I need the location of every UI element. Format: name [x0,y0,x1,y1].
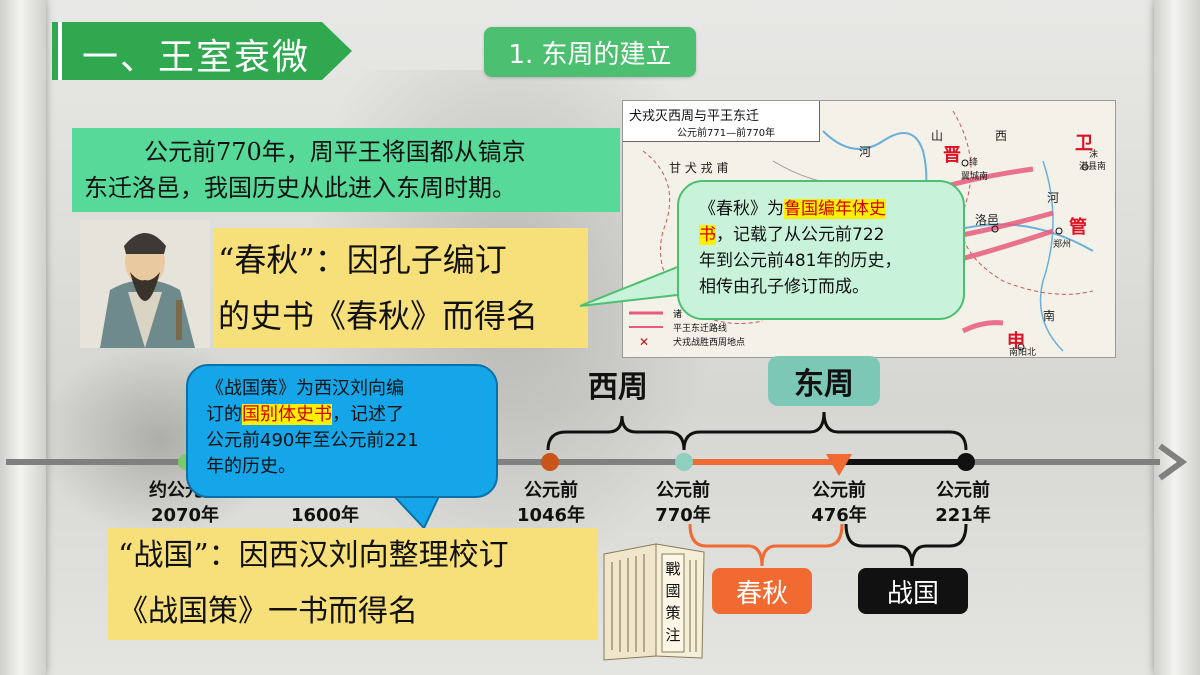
map-label-luoyi: 洛邑 [975,213,1000,227]
svg-text:✕: ✕ [639,335,649,349]
date-1046-line-1: 公元前 [524,480,578,501]
date-476-line-2: 476年 [811,505,867,526]
map-label-yicheng: 翼城南 [961,172,989,182]
map-state-shen: 申 [1007,331,1025,352]
date-label-770: 公元前 770年 [628,478,738,528]
confucius-portrait [80,220,210,348]
section-header-bar [58,22,62,80]
map-subtitle: 公元前771—前770年 [677,128,776,139]
zhanguo-bubble-post: ，记述了 [332,404,404,425]
era-west-zhou: 西周 [588,370,648,405]
zhanguo-period-label: 战国 [858,568,968,614]
map-label-qixian: 淇县南 [1079,162,1107,172]
timeline-arrow-head [1158,443,1188,481]
chunqiu-period-label: 春秋 [712,568,812,614]
intro-line-2: 东迁洛邑，我国历史从此进入东周时期。 [84,174,516,202]
zhanguo-line-2: 《战国策》一书而得名 [118,594,418,629]
map-title: 犬戎灭西周与平王东迁 [629,109,760,124]
zhanguo-callout-bubble: 《战国策》为西汉刘向编 订的国别体史书，记述了 公元前490年至公元前221 年… [186,364,498,498]
intro-text-box: 公元前770年，周平王将国都从镐京 东迁洛邑，我国历史从此进入东周时期。 [72,128,620,212]
zhanguo-name-origin-box: “战国”：因西汉刘向整理校订 《战国策》一书而得名 [108,528,598,640]
map-legend-item-2: 平王东迁路线 [673,324,728,334]
zhanguo-bubble-line-4: 年的历史。 [206,456,296,477]
chunqiu-bubble-highlight-1: 鲁国编年体史 [784,199,886,219]
marker-1046 [541,453,559,471]
map-label-zhengzhou: 郑州 [1053,240,1072,250]
scroll-edge-left [0,0,46,675]
subsection-title: 1. 东周的建立 [484,27,696,77]
chunqiu-line-2: 的史书《春秋》而得名 [218,297,539,335]
zhanguo-bubble-line-1: 《战国策》为西汉刘向编 [206,378,404,399]
book-title-char-2: 國 [665,582,680,600]
map-label-jiang: 绛 [969,158,979,168]
date-770-line-2: 770年 [655,505,711,526]
east-zhou-brace [682,411,968,451]
zhanguo-line-1: “战国”：因西汉刘向整理校订 [118,538,509,573]
map-state-jin: 晋 [943,145,961,166]
map-legend-item-3: 犬戎战胜西周地点 [673,338,746,348]
zhanguo-brace [844,523,968,567]
date-2070-line-2: 2070年 [150,505,220,526]
marker-770 [675,453,693,471]
zhanguoce-book-image: 戰 國 策 注 [603,543,705,661]
chunqiu-line-1: “春秋”：因孔子编订 [218,241,507,279]
map-label-xi: 西 [995,129,1008,143]
intro-line-1: 公元前770年，周平王将国都从镐京 [144,138,526,166]
chunqiu-name-origin-box: “春秋”：因孔子编订 的史书《春秋》而得名 [214,228,588,348]
map-label-nan: 南 [1043,309,1056,323]
date-221-line-1: 公元前 [936,480,990,501]
date-770-line-1: 公元前 [656,480,710,501]
chunqiu-callout-bubble: 《春秋》为鲁国编年体史 书，记载了从公元前722 年到公元前481年的历史， 相… [677,180,965,320]
date-221-line-2: 221年 [935,505,991,526]
west-zhou-brace [546,415,686,451]
date-label-476: 公元前 476年 [784,478,894,528]
map-label-mo: 沫 [1089,150,1099,160]
map-state-wei: 卫 [1075,133,1093,154]
chunqiu-bubble-line-3: 年到公元前481年的历史， [699,251,902,271]
section-title: 一、王室衰微 [82,37,311,78]
date-1046-line-2: 1046年 [516,505,586,526]
date-476-line-1: 公元前 [812,480,866,501]
map-label-he-2: 河 [1047,191,1060,205]
date-1600-line-2: 1600年 [290,505,360,526]
book-title-char-1: 戰 [665,560,680,578]
marker-221 [957,453,975,471]
date-label-1046: 公元前 1046年 [496,478,606,528]
chunqiu-bubble-pre: 《春秋》为 [699,199,784,219]
chunqiu-bubble-line-4: 相传由孔子修订而成。 [699,277,869,297]
map-label-he: 河 [859,145,872,159]
chunqiu-brace [688,523,844,567]
section-header: 一、王室衰微 [52,22,352,80]
book-title-char-4: 注 [665,626,680,644]
date-label-221: 公元前 221年 [908,478,1018,528]
map-label-shan: 山 [931,129,944,143]
marker-476 [826,454,852,476]
zhanguo-bubble-line-3: 公元前490年至公元前221 [206,430,419,451]
zhanguo-bubble-pre: 订的 [206,404,242,425]
zhanguo-bubble-highlight: 国别体史书 [242,404,332,425]
map-title-box: 犬戎灭西周与平王东迁 公元前771—前770年 [623,101,820,142]
date-label-1600: 1600年 [270,478,380,528]
scroll-edge-right [1154,0,1200,675]
chunqiu-bubble-line-2: ，记载了从公元前722 [716,225,885,245]
map-legend-item-1: 诸 [673,310,683,320]
map-label-nanyang: 南阳北 [1009,348,1037,358]
map-state-guan: 管 [1069,217,1087,238]
book-title-char-3: 策 [665,604,680,622]
map-label-gansu: 甘 犬 戎 甫 [669,161,729,175]
chunqiu-bubble-highlight-2: 书 [699,225,716,245]
era-east-zhou: 东周 [768,356,880,406]
